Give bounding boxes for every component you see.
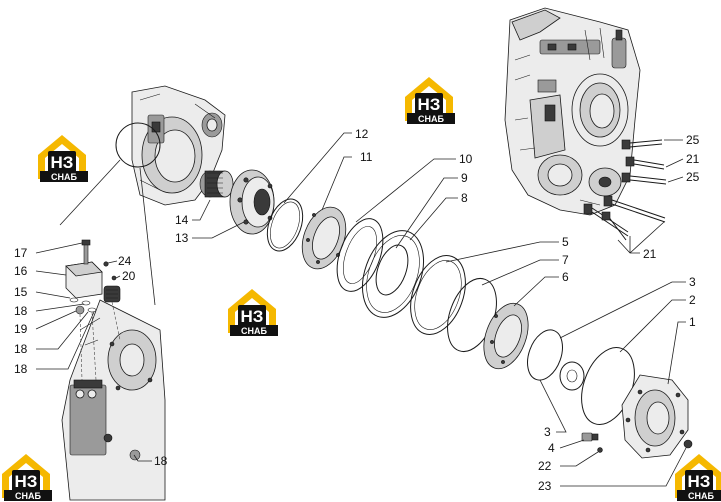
label-part-8: 8: [461, 191, 468, 205]
backing-plate: [483, 302, 529, 370]
fittings: [581, 432, 693, 453]
label-part-7: 7: [562, 253, 569, 267]
clutch-housing-left: [115, 85, 226, 206]
label-part-18-third: 18: [14, 362, 28, 376]
washer-large: [527, 329, 563, 381]
valve-block: [65, 239, 121, 315]
label-part-23: 23: [538, 479, 552, 493]
end-cover: [621, 374, 689, 459]
label-part-3-top: 3: [689, 275, 696, 289]
label-part-12: 12: [355, 127, 369, 141]
label-part-17: 17: [14, 246, 28, 260]
friction-disc: [336, 218, 384, 292]
label-part-9: 9: [461, 171, 468, 185]
label-part-18-second: 18: [14, 342, 28, 356]
label-part-25-top: 25: [686, 133, 700, 147]
splined-hub: [199, 170, 234, 198]
label-part-4: 4: [548, 441, 555, 455]
label-part-18-bottom: 18: [154, 454, 168, 468]
label-part-25-second: 25: [686, 170, 700, 184]
label-part-10: 10: [459, 152, 473, 166]
label-part-21-bottom: 21: [643, 247, 657, 261]
snap-ring: [266, 198, 304, 252]
watermark-word: СНАБ: [51, 172, 77, 182]
label-part-14: 14: [175, 213, 189, 227]
label-part-15: 15: [14, 285, 28, 299]
label-part-5: 5: [562, 235, 569, 249]
label-part-19: 19: [14, 322, 28, 336]
watermark-logo-bottom-left: НЗ СНАБ: [2, 454, 52, 501]
watermark-logo-left: НЗ СНАБ: [38, 135, 88, 182]
label-part-18-first: 18: [14, 304, 28, 318]
end-plate: [301, 206, 347, 270]
watermark-mark: НЗ: [688, 472, 711, 491]
detail-callout-lines: [59, 159, 156, 306]
washer-small: [559, 361, 585, 391]
label-part-3-bottom: 3: [544, 425, 551, 439]
part-labels: 12 11 10 9 8 5 7 6 3 2 1 3 4 22 23 25 21…: [14, 127, 700, 493]
label-part-21-top: 21: [686, 152, 700, 166]
watermark-word: СНАБ: [418, 114, 444, 124]
label-part-13: 13: [175, 231, 189, 245]
label-part-2: 2: [689, 293, 696, 307]
watermark-logo-top: НЗ СНАБ: [405, 77, 455, 124]
label-part-24: 24: [118, 254, 132, 268]
piston-carrier: [229, 169, 275, 235]
label-part-16: 16: [14, 264, 28, 278]
label-part-6: 6: [562, 270, 569, 284]
separator-disc: [410, 255, 466, 335]
leader-lines: [35, 132, 687, 487]
gearbox-bolts: [583, 139, 667, 241]
label-part-11: 11: [360, 150, 373, 164]
watermark-mark: НЗ: [241, 307, 264, 326]
watermark-word: СНАБ: [241, 326, 267, 336]
watermark-logo-bottom-right: НЗ СНАБ: [675, 454, 721, 501]
thin-ring: [375, 244, 409, 296]
watermark-mark: НЗ: [418, 95, 441, 114]
watermark-mark: НЗ: [15, 472, 38, 491]
label-part-20: 20: [122, 269, 136, 283]
watermark-word: СНАБ: [15, 491, 41, 501]
lower-housing: [61, 299, 166, 501]
watermark-mark: НЗ: [51, 153, 74, 172]
assembly-lines: [79, 301, 121, 381]
watermark-logo-center: НЗ СНАБ: [228, 289, 278, 336]
watermark-word: СНАБ: [688, 491, 714, 501]
label-part-1: 1: [689, 315, 696, 329]
gearbox-housing-assembly: [504, 7, 641, 216]
steel-disc: [362, 230, 424, 318]
label-part-22: 22: [538, 459, 552, 473]
